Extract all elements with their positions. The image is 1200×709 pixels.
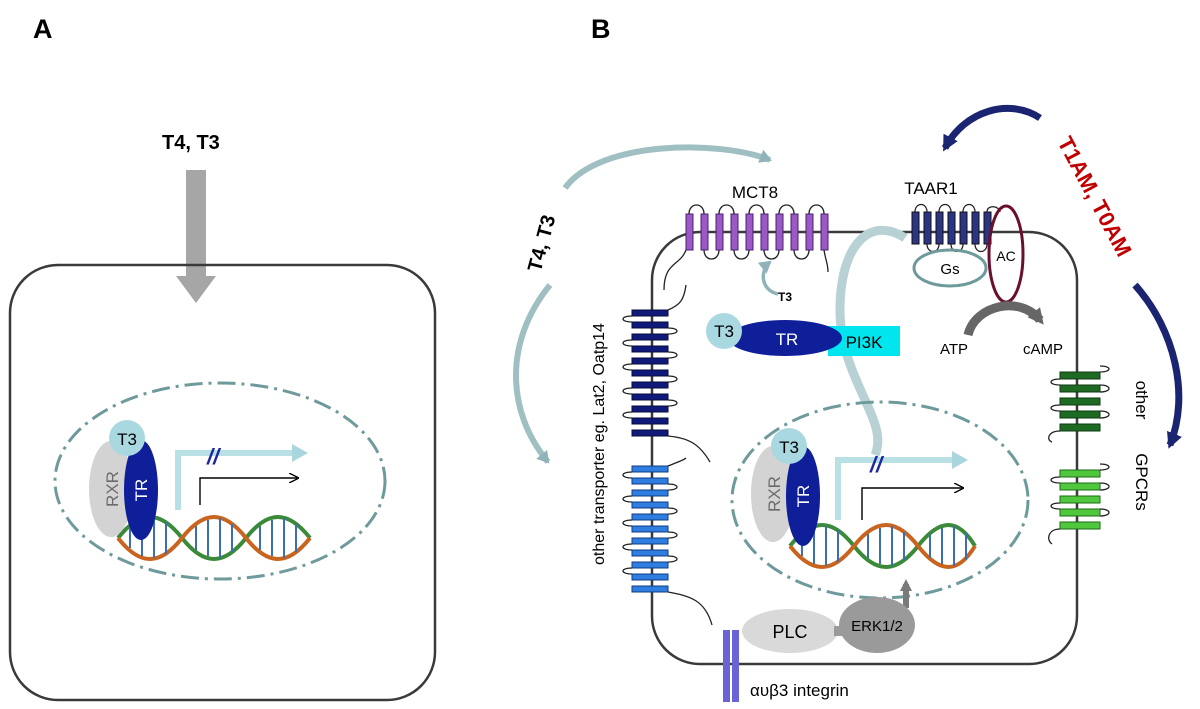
- entry-arrow: [176, 170, 216, 303]
- gs-label: Gs: [940, 261, 959, 278]
- integrin-label: αυβ3 integrin: [750, 681, 849, 700]
- transcription-start-arrow: [199, 478, 297, 505]
- nuclear-signal-arrow: [835, 225, 908, 457]
- transcription-start-arrow: [861, 488, 962, 520]
- plc-enzyme: [742, 609, 838, 653]
- t3-label: T3: [117, 430, 137, 449]
- gpcr-dark-green: [1048, 365, 1110, 443]
- rxr-receptor: [89, 441, 133, 537]
- t3-small-label: T3: [778, 290, 792, 304]
- tr-receptor: [124, 440, 158, 540]
- tr-cyto-label: TR: [776, 330, 799, 349]
- uptake-arrow-mct8: [562, 144, 772, 190]
- transporter-navy: [622, 284, 711, 463]
- atp-camp-arrow: [963, 301, 1044, 337]
- transporter-blue: [622, 457, 713, 626]
- integrin-bar-2: [732, 630, 739, 702]
- t3-hormone: [109, 420, 145, 456]
- panel-b: B T4, T3 MCT8 T3 PI3K TR: [513, 14, 1183, 702]
- cell-membrane: [8, 263, 437, 702]
- mct8-label: MCT8: [732, 183, 778, 202]
- nucleus-envelope: [53, 381, 387, 581]
- t1am-to-taar1-arrow: [941, 104, 1042, 152]
- erk-label: ERK1/2: [851, 618, 903, 635]
- dna-helix: [788, 523, 977, 569]
- ac-label: AC: [996, 248, 1015, 264]
- integrin-bar-1: [723, 630, 730, 702]
- tr-nuc-label: TR: [794, 485, 813, 508]
- atp-label: ATP: [940, 341, 968, 358]
- mct8-transporter: [663, 204, 829, 291]
- ligand-label: T4, T3: [524, 213, 560, 275]
- nucleus-envelope: [730, 400, 1030, 600]
- rxr-label: RXR: [765, 476, 784, 512]
- t1am-to-gpcr-arrow: [1132, 282, 1183, 449]
- t3-cyto-label: T3: [714, 322, 734, 341]
- taar1-label: TAAR1: [904, 179, 958, 198]
- t3-release-arrow: [757, 260, 779, 296]
- t1am-label: T1AM, T0AM: [1053, 132, 1137, 260]
- block-mark: //: [869, 452, 885, 477]
- rxr-label: RXR: [103, 471, 122, 507]
- plc-label: PLC: [772, 622, 807, 642]
- gs-protein: [912, 248, 988, 288]
- transcription-arrow: [175, 444, 308, 510]
- other-gpcrs-label-1: other: [1132, 381, 1151, 420]
- pi3k-label: PI3K: [846, 333, 884, 352]
- rxr-receptor: [751, 446, 795, 542]
- block-mark: //: [206, 444, 222, 469]
- transporter-label: other transporter eg. Lat2, Oatp14: [591, 323, 608, 565]
- erk-kinase: [839, 597, 915, 653]
- camp-label: cAMP: [1023, 341, 1063, 358]
- tr-cytoplasmic: [728, 320, 842, 356]
- panel-b-letter: B: [591, 14, 611, 44]
- ligand-label: T4, T3: [162, 132, 220, 154]
- t3-hormone-nuc: [771, 428, 807, 464]
- tr-label: TR: [132, 479, 151, 502]
- tr-receptor: [786, 446, 820, 546]
- t3-hormone-cyto: [706, 313, 742, 349]
- other-gpcrs-label-2: GPCRs: [1132, 453, 1151, 511]
- taar1-receptor: [911, 203, 1001, 253]
- panel-a-letter: A: [33, 14, 53, 44]
- uptake-arrow-transporter: [513, 283, 553, 464]
- transcription-arrow: [835, 451, 968, 520]
- t3-nuc-label: T3: [779, 438, 799, 457]
- gpcr-light-green: [1048, 463, 1110, 545]
- panel-a: A T4, T3 // RXR: [8, 14, 437, 702]
